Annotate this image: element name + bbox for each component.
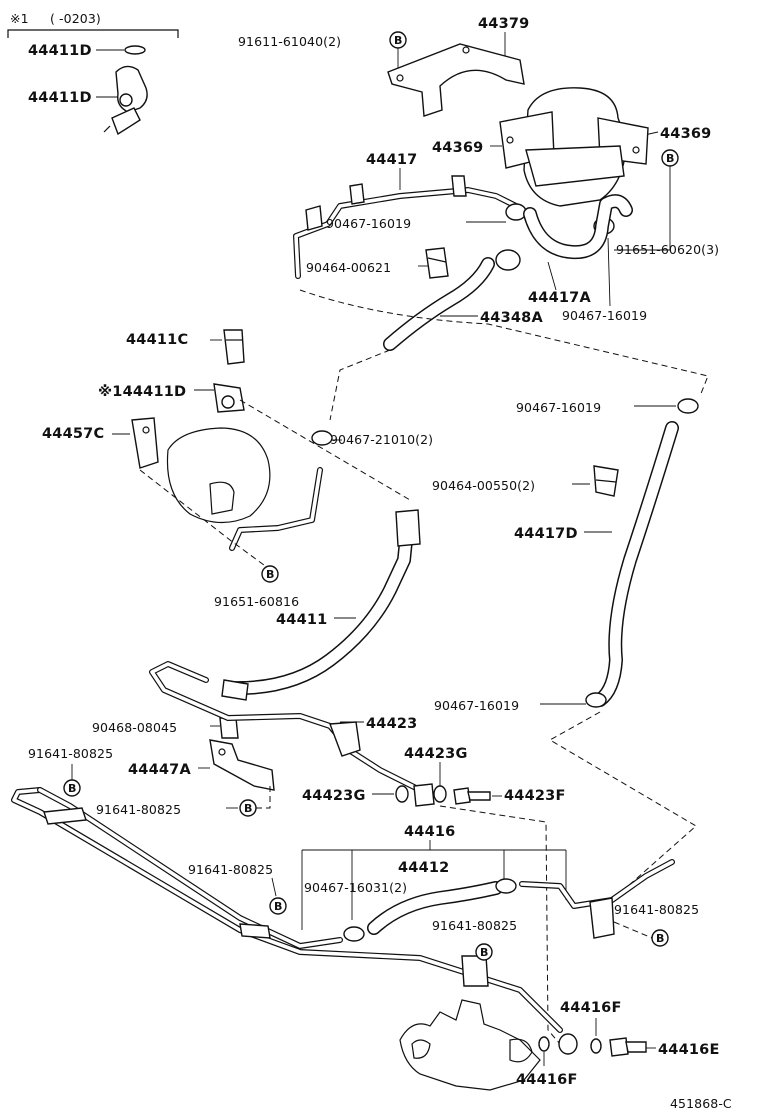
ref-marker-b bbox=[63, 779, 81, 797]
svg-text:B: B bbox=[666, 152, 674, 165]
label-91651-60816: 91651-60816 bbox=[214, 594, 299, 609]
pressure-tube-left bbox=[229, 467, 323, 551]
gasket-44416F bbox=[590, 1038, 602, 1054]
label-44417A: 44417A bbox=[528, 290, 591, 306]
diagram-id: 451868-C bbox=[670, 1096, 732, 1111]
label-44457C: 44457C bbox=[42, 426, 104, 442]
reservoir-bracket bbox=[387, 43, 525, 117]
union-fitting bbox=[558, 1033, 578, 1055]
label-44416F-b: 44416F bbox=[516, 1072, 578, 1088]
union-fitting bbox=[413, 783, 435, 807]
bracket-44447A bbox=[209, 739, 275, 791]
fitting-144411D bbox=[213, 383, 245, 413]
hose-clamp bbox=[505, 203, 527, 221]
ref-marker-b bbox=[261, 565, 279, 583]
hose-clamp bbox=[343, 926, 365, 942]
clip-90468-08045 bbox=[219, 717, 239, 739]
hose-clamp bbox=[495, 249, 521, 271]
svg-text:B: B bbox=[274, 900, 282, 913]
label-44411C: 44411C bbox=[126, 332, 188, 348]
label-90467-16019-b: 90467-16019 bbox=[562, 308, 647, 323]
hose-44412 bbox=[367, 881, 503, 935]
svg-text:B: B bbox=[656, 932, 664, 945]
fitting-44411C bbox=[223, 329, 245, 365]
label-44423G-a: 44423G bbox=[404, 746, 468, 762]
svg-text:B: B bbox=[480, 946, 488, 959]
cooler-tube-assembly bbox=[11, 787, 675, 1033]
return-tube-44417 bbox=[293, 175, 523, 279]
label-44411D-a: 44411D bbox=[28, 43, 92, 59]
label-91641-80825-c: 91641-80825 bbox=[188, 862, 273, 877]
variant-note: ※1 ( -0203) bbox=[7, 11, 179, 38]
label-91611-61040: 91611-61040(2) bbox=[238, 34, 341, 49]
label-44417: 44417 bbox=[366, 152, 417, 168]
ref-marker-b bbox=[475, 943, 493, 961]
label-44411: 44411 bbox=[276, 612, 327, 628]
hose-clamp bbox=[585, 692, 607, 708]
label-91641-80825-d: 91641-80825 bbox=[432, 918, 517, 933]
hose-clamp bbox=[495, 878, 517, 894]
union-bolt-44416E bbox=[609, 1037, 647, 1057]
label-44423G-b: 44423G bbox=[302, 788, 366, 804]
ref-marker-b bbox=[269, 897, 287, 915]
label-44423: 44423 bbox=[366, 716, 417, 732]
union-bolt-44423F bbox=[453, 787, 491, 805]
washer-part bbox=[124, 45, 146, 55]
label-91641-80825-a: 91641-80825 bbox=[28, 746, 113, 761]
label-44447A: 44447A bbox=[128, 762, 191, 778]
return-hose-44417D bbox=[593, 421, 679, 707]
ref-marker-b-text: B bbox=[394, 34, 402, 47]
bracket-44457C bbox=[131, 417, 159, 469]
gasket-44423G bbox=[433, 785, 447, 803]
svg-text:B: B bbox=[68, 782, 76, 795]
label-90468-08045: 90468-08045 bbox=[92, 720, 177, 735]
note-symbol: ※1 bbox=[10, 11, 29, 26]
label-44411D-b: 44411D bbox=[28, 90, 92, 106]
label-91641-80825-e: 91641-80825 bbox=[614, 902, 699, 917]
label-91651-60620: 91651-60620(3) bbox=[616, 242, 719, 257]
label-44369-b: 44369 bbox=[660, 126, 711, 142]
hose-clamp bbox=[311, 430, 333, 446]
hose-clamp bbox=[677, 398, 699, 414]
label-44423F: 44423F bbox=[504, 788, 566, 804]
label-44416: 44416 bbox=[404, 824, 455, 840]
label-44348A: 44348A bbox=[480, 310, 543, 326]
label-90464-00550: 90464-00550(2) bbox=[432, 478, 535, 493]
label-44412: 44412 bbox=[398, 860, 449, 876]
label-90467-16031: 90467-16031(2) bbox=[304, 880, 407, 895]
steering-gear-outline bbox=[399, 999, 541, 1091]
label-91641-80825-b: 91641-80825 bbox=[96, 802, 181, 817]
reservoir-tank bbox=[499, 87, 649, 207]
label-44369-a: 44369 bbox=[432, 140, 483, 156]
gasket-44423G bbox=[395, 785, 409, 803]
label-144411D: ※144411D bbox=[98, 384, 186, 400]
pressure-tube-44423 bbox=[149, 661, 423, 793]
clip-90464-00550 bbox=[593, 465, 619, 497]
gasket-44416F bbox=[538, 1036, 550, 1052]
label-44417D: 44417D bbox=[514, 526, 578, 542]
hose-44348A bbox=[383, 257, 495, 351]
hose-44417A bbox=[523, 194, 633, 260]
label-90467-16019-d: 90467-16019 bbox=[434, 698, 519, 713]
pump-body-outline bbox=[166, 427, 271, 524]
label-90467-16019-c: 90467-16019 bbox=[516, 400, 601, 415]
label-90467-16019-a: 90467-16019 bbox=[326, 216, 411, 231]
label-44379: 44379 bbox=[478, 16, 529, 32]
clip-90464-00621 bbox=[425, 247, 449, 279]
svg-text:B: B bbox=[266, 568, 274, 581]
union-bolt-fitting bbox=[103, 65, 148, 136]
svg-text:B: B bbox=[244, 802, 252, 815]
note-range: ( -0203) bbox=[50, 11, 101, 26]
pressure-hose-44411 bbox=[221, 509, 421, 701]
label-44416E: 44416E bbox=[658, 1042, 720, 1058]
label-90467-21010: 90467-21010(2) bbox=[330, 432, 433, 447]
label-44416F-a: 44416F bbox=[560, 1000, 622, 1016]
label-90464-00621: 90464-00621 bbox=[306, 260, 391, 275]
